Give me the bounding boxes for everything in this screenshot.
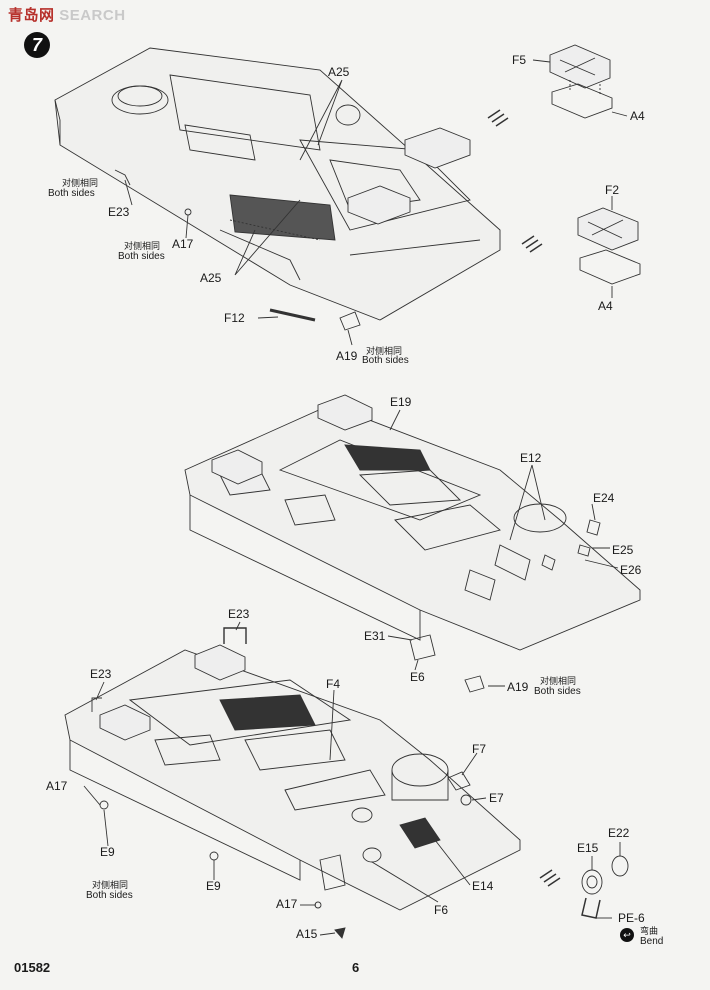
label-a19-mid: A19 <box>507 680 529 694</box>
page-number: 6 <box>352 960 360 975</box>
label-e15: E15 <box>577 841 599 855</box>
label-e7: E7 <box>489 791 504 805</box>
label-a17-top: A17 <box>172 237 194 251</box>
label-a4-top: A4 <box>630 109 645 123</box>
label-e25: E25 <box>612 543 634 557</box>
label-e6: E6 <box>410 670 425 684</box>
watermark-en: SEARCH <box>59 7 126 24</box>
both-sides-cn-2: 对侧相同 <box>124 241 161 251</box>
both-sides-en-1: Both sides <box>48 188 95 199</box>
both-sides-cn-1: 对侧相同 <box>62 178 99 188</box>
label-e9-left: E9 <box>100 845 115 859</box>
label-e19: E19 <box>390 395 412 409</box>
both-sides-cn-4: 对侧相同 <box>540 676 577 686</box>
both-sides-en-5: Both sides <box>86 890 133 901</box>
bend-en: Bend <box>640 936 664 947</box>
label-f6: F6 <box>434 903 449 917</box>
label-pe6: PE-6 <box>618 911 645 925</box>
label-a4-bottom: A4 <box>598 299 613 313</box>
both-sides-cn-5: 对侧相同 <box>92 880 129 890</box>
part-f5-a4 <box>532 44 628 119</box>
label-e22: E22 <box>608 826 630 840</box>
kit-code: 01582 <box>14 960 51 975</box>
label-a19-top: A19 <box>336 349 358 363</box>
both-sides-en-3: Both sides <box>362 355 409 366</box>
step-number-badge: 7 <box>24 32 50 58</box>
label-a17-bottom: A17 <box>276 897 298 911</box>
label-f5: F5 <box>512 53 527 67</box>
label-f12: F12 <box>224 311 245 325</box>
hull-bottom-view <box>64 621 521 939</box>
hull-top-view <box>54 47 501 346</box>
both-sides-en-2: Both sides <box>118 251 165 262</box>
hull-middle-view <box>184 394 641 693</box>
label-f7: F7 <box>472 742 487 756</box>
label-e26: E26 <box>620 563 642 577</box>
both-sides-cn-3: 对侧相同 <box>366 346 403 356</box>
bend-icon: ↩ <box>620 928 634 942</box>
label-e23-mid: E23 <box>228 607 250 621</box>
bend-cn: 弯曲 <box>640 926 659 936</box>
label-e12: E12 <box>520 451 542 465</box>
both-sides-en-4: Both sides <box>534 686 581 697</box>
label-e24: E24 <box>593 491 615 505</box>
label-a17-left: A17 <box>46 779 68 793</box>
label-e23-top: E23 <box>108 205 130 219</box>
label-a25-top: A25 <box>328 65 350 79</box>
label-f4: F4 <box>326 677 341 691</box>
label-e23-left: E23 <box>90 667 112 681</box>
label-e14: E14 <box>472 879 494 893</box>
part-f2-a4 <box>577 196 641 298</box>
watermark-cn: 青岛网 <box>8 7 55 24</box>
label-a25-bottom: A25 <box>200 271 222 285</box>
label-a15: A15 <box>296 927 318 941</box>
label-e9-mid: E9 <box>206 879 221 893</box>
label-f2: F2 <box>605 183 620 197</box>
watermark: 青岛网 SEARCH <box>8 4 126 25</box>
part-e15-e22-pe6 <box>581 842 629 919</box>
label-e31: E31 <box>364 629 386 643</box>
